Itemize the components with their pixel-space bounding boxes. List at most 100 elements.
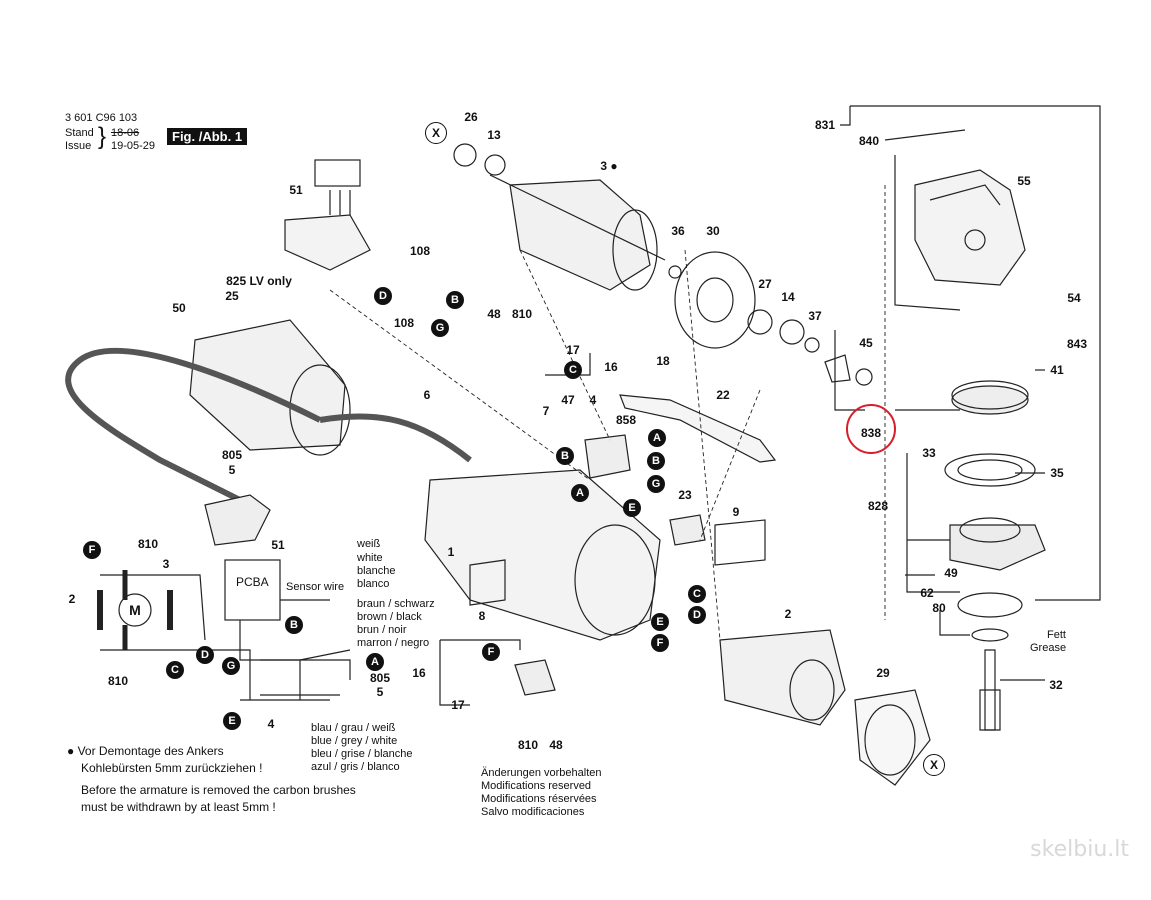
new-date: 19-05-29	[111, 140, 156, 152]
color-legend-line: marron / negro	[357, 637, 430, 649]
part-label: 30	[706, 224, 720, 238]
part-label: 16	[604, 360, 618, 374]
part-label: 48	[487, 307, 501, 321]
x-marker: X	[425, 122, 447, 144]
part-label: 4	[267, 717, 275, 731]
part-label: 858	[615, 413, 637, 427]
part-label: 35	[1050, 466, 1064, 480]
connector-badge: C	[166, 661, 184, 679]
part-label: 108	[393, 316, 415, 330]
doc-number: 3 601 C96 103	[65, 112, 138, 124]
part-label: 32	[1049, 678, 1063, 692]
part-label: 36	[671, 224, 685, 238]
connector-badge: D	[688, 606, 706, 624]
part-label: 51	[289, 183, 303, 197]
connector-badge: G	[222, 657, 240, 675]
part-label: 33	[922, 446, 936, 460]
connector-badge: G	[647, 475, 665, 493]
part-label: 48	[549, 738, 563, 752]
part-label: 805	[369, 671, 391, 685]
connector-badge: A	[648, 429, 666, 447]
connector-badge: E	[623, 499, 641, 517]
connector-badge: B	[285, 616, 303, 634]
part-label: 18	[656, 354, 670, 368]
connector-badge: G	[431, 319, 449, 337]
motor-symbol: M	[129, 602, 141, 618]
grease-label-de: Fett	[1047, 629, 1066, 641]
connector-badge: D	[196, 646, 214, 664]
pcba-label: PCBA	[236, 575, 269, 589]
part-label: 45	[859, 336, 873, 350]
part-label: 17	[451, 698, 465, 712]
color-legend-line: white	[357, 552, 383, 564]
part-label: 55	[1017, 174, 1031, 188]
part-label: 810	[137, 537, 159, 551]
part-label: 3 ●	[600, 159, 618, 173]
part-label: 3	[162, 557, 170, 571]
x-marker: X	[923, 754, 945, 776]
stand-label: Stand	[65, 127, 94, 139]
part-label: 49	[944, 566, 958, 580]
connector-badge: A	[571, 484, 589, 502]
part-label: 14	[781, 290, 795, 304]
color-legend-line: azul / gris / blanco	[311, 761, 400, 773]
color-legend-line: blue / grey / white	[311, 735, 398, 747]
part-label: 2	[68, 592, 76, 606]
part-label: 5	[228, 463, 236, 477]
part-label: 6	[423, 388, 431, 402]
part-label: 50	[172, 301, 186, 315]
note-en-line2: must be withdrawn by at least 5mm !	[81, 800, 276, 814]
note-de-line2: Kohlebürsten 5mm zurückziehen !	[81, 761, 263, 775]
part-label: 5	[376, 685, 384, 699]
connector-badge: C	[688, 585, 706, 603]
figure-label: Fig. /Abb. 1	[167, 128, 248, 145]
color-legend-line: blau / grau / weiß	[311, 722, 396, 734]
part-label: 1	[447, 545, 455, 559]
connector-badge: F	[651, 634, 669, 652]
part-label: 25	[225, 289, 239, 303]
connector-badge: E	[223, 712, 241, 730]
color-legend-line: brun / noir	[357, 624, 407, 636]
connector-badge: B	[647, 452, 665, 470]
color-legend-line: blanco	[357, 578, 390, 590]
part-label: 831	[814, 118, 836, 132]
part-label: 62	[920, 586, 934, 600]
old-date: 18-06	[111, 127, 140, 139]
sensor-wire-label: Sensor wire	[286, 581, 345, 593]
connector-badge: F	[482, 643, 500, 661]
part-label: 17	[566, 343, 580, 357]
part-label: 8	[478, 609, 486, 623]
part-label: 16	[412, 666, 426, 680]
note-de-line1: ● Vor Demontage des Ankers	[67, 744, 224, 758]
connector-badge: C	[564, 361, 582, 379]
part-label: 29	[876, 666, 890, 680]
part-label: 828	[867, 499, 889, 513]
watermark: skelbiu.lt	[1030, 837, 1129, 862]
part-label: 47	[561, 393, 575, 407]
color-legend-line: brown / black	[357, 611, 422, 623]
connector-badge: F	[83, 541, 101, 559]
color-legend-line: bleu / grise / blanche	[311, 748, 413, 760]
part-label: 80	[932, 601, 946, 615]
color-legend-line: weiß	[357, 538, 381, 550]
note-en-line1: Before the armature is removed the carbo…	[81, 783, 356, 797]
part-label: 810	[107, 674, 129, 688]
connector-badge: B	[446, 291, 464, 309]
part-label: 27	[758, 277, 772, 291]
part-label: 13	[487, 128, 501, 142]
grease-label-en: Grease	[1030, 642, 1067, 654]
part-label: 108	[409, 244, 431, 258]
part-label: 2	[784, 607, 792, 621]
issue-label: Issue	[65, 140, 92, 152]
part-label: 41	[1050, 363, 1064, 377]
part-label: 843	[1066, 337, 1088, 351]
part-label: 23	[678, 488, 692, 502]
part-label: 805	[221, 448, 243, 462]
part-label: 840	[858, 134, 880, 148]
part-label: 825 LV only	[226, 274, 292, 288]
connector-badge: D	[374, 287, 392, 305]
part-label: 26	[464, 110, 478, 124]
part-label: 54	[1067, 291, 1081, 305]
connector-badge: B	[556, 447, 574, 465]
